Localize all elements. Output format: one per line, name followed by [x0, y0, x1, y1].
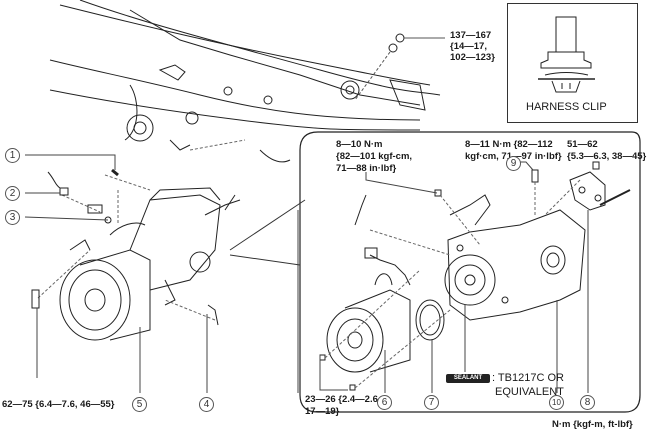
callout-1: 1 — [5, 148, 20, 163]
sealant-icon: SEALANT — [446, 374, 490, 383]
torque-label-8-10-line1: 8—10 N·m — [336, 139, 383, 150]
left-small-parts — [31, 168, 236, 326]
callout-4: 4 — [199, 397, 214, 412]
torque-label-actuator-line1: 23—26 {2.4—2.6, — [305, 394, 381, 405]
torque-label-8-11-line1: 8—11 N·m {82—112 — [465, 139, 553, 150]
detail-guide-lines — [324, 179, 581, 389]
callout-3: 3 — [5, 210, 20, 225]
torque-label-51-62-line2: {5.3—6.3, 38—45} — [567, 151, 647, 162]
harness-clip-label: HARNESS CLIP — [526, 101, 607, 113]
torque-label-top-nut-line1: 137—167 — [450, 30, 492, 41]
callout-10: 10 — [549, 395, 564, 410]
units-note: N·m {kgf-m, ft-lbf} — [552, 419, 633, 430]
subframe-illustration — [49, 0, 441, 163]
torque-label-actuator-line2: 17—19} — [305, 406, 340, 417]
callout-5: 5 — [132, 397, 147, 412]
harness-clip-inset — [507, 3, 638, 123]
left-guide-lines — [37, 139, 246, 321]
torque-label-top-nut-line2: {14—17, — [450, 41, 487, 52]
detail-view-frame — [299, 131, 641, 413]
torque-label-8-10-line3: 71—88 in·lbf} — [336, 163, 397, 174]
torque-label-8-10-line2: {82—101 kgf-cm, — [336, 151, 413, 162]
nut-and-washer — [354, 33, 445, 101]
callout-2: 2 — [5, 186, 20, 201]
callout-9: 9 — [506, 156, 521, 171]
harness-clip-drawing — [538, 16, 595, 93]
callout-6: 6 — [377, 395, 392, 410]
torque-label-left-bolt: 62—75 {6.4—7.6, 46—55} — [2, 399, 115, 410]
assembled-rear-differential — [59, 187, 241, 341]
sealant-spec-line1: : TB1217C OR — [492, 372, 564, 384]
sealant-spec-line2: EQUIVALENT — [495, 386, 564, 398]
callout-8: 8 — [580, 395, 595, 410]
detail-exploded-parts — [319, 161, 631, 391]
torque-label-51-62-line1: 51—62 — [567, 139, 598, 150]
callout-leader-lines — [24, 154, 299, 393]
torque-label-top-nut-line3: 102—123} — [450, 52, 495, 63]
detail-leader-lines — [319, 161, 589, 393]
callout-7: 7 — [424, 395, 439, 410]
